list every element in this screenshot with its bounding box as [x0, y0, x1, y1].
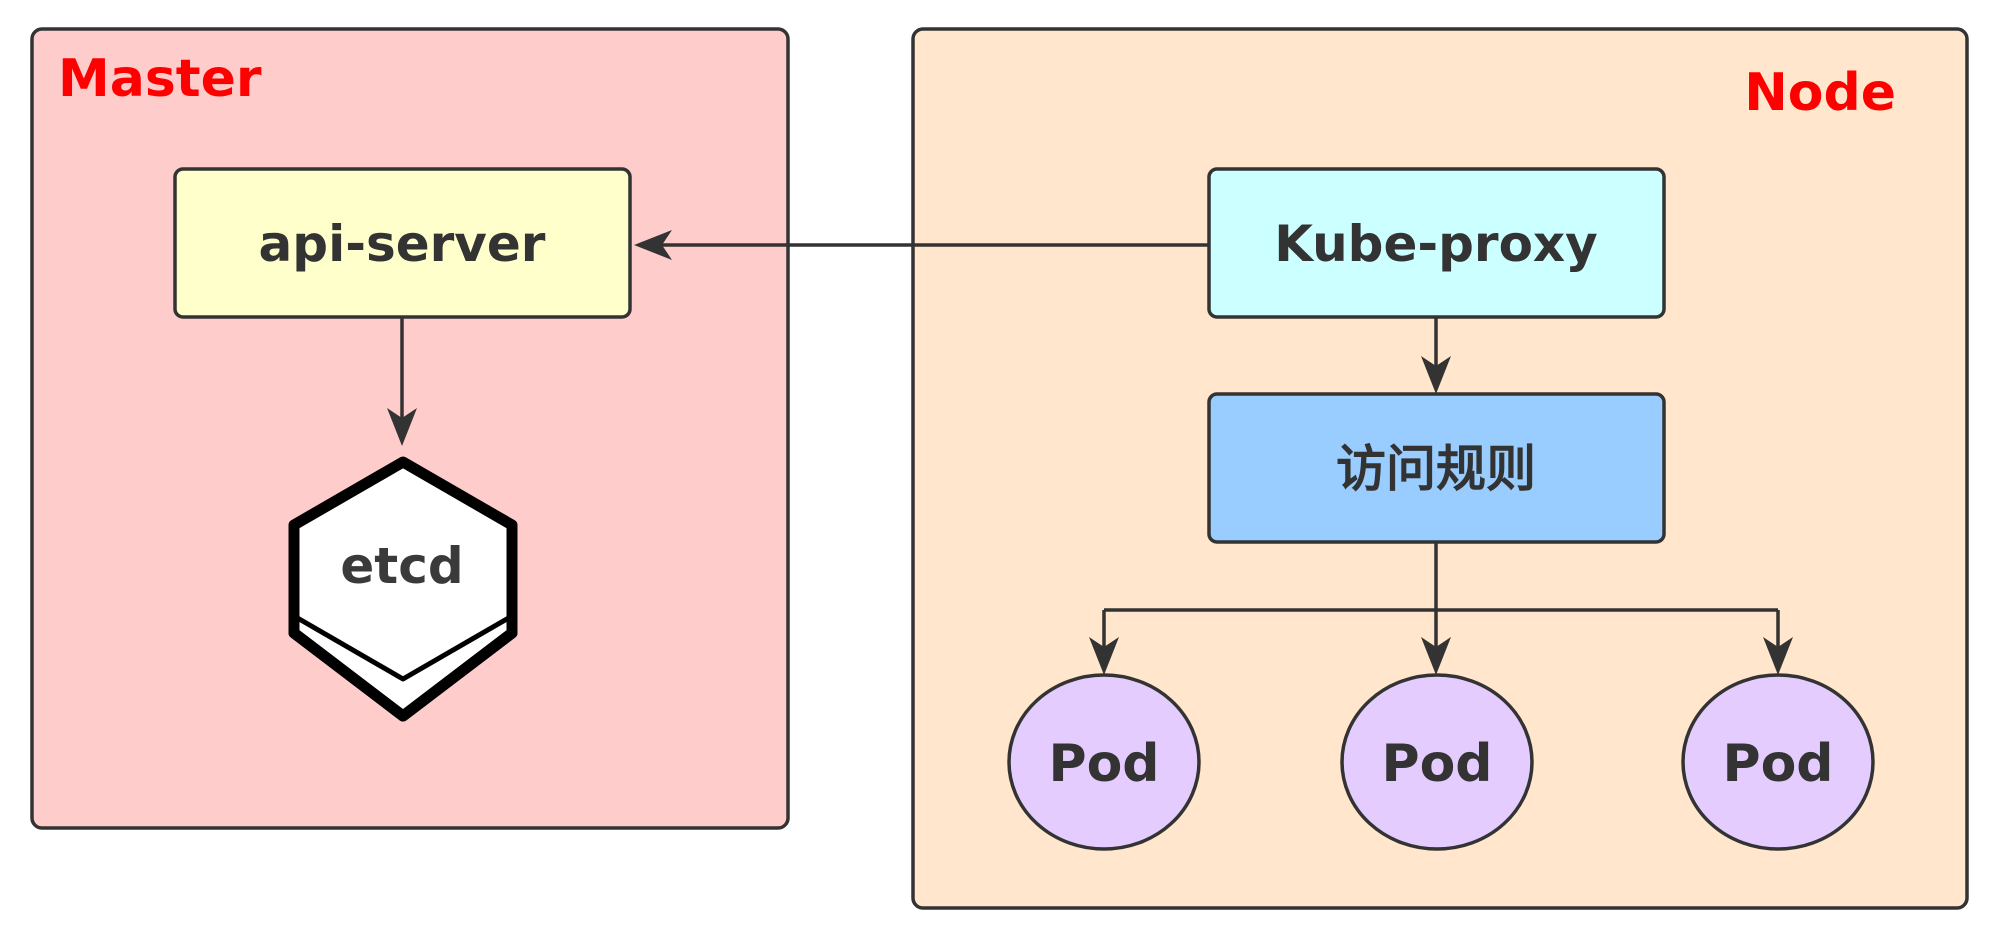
arrowhead: [634, 230, 672, 260]
pod-node: Pod: [1340, 673, 1534, 851]
arrowhead: [1421, 637, 1451, 675]
api-server-node: api-server: [173, 167, 632, 319]
arrowhead: [1421, 356, 1451, 394]
etcd-label: etcd: [340, 537, 463, 595]
pod-label: Pod: [1381, 734, 1492, 794]
database-hexagon-icon: [288, 456, 518, 722]
etcd-hexagon-outline: [288, 456, 518, 722]
pod-label: Pod: [1048, 734, 1159, 794]
access-rules-label: 访问规则: [1336, 440, 1536, 498]
pod-ellipse: [1340, 673, 1534, 851]
arrowhead: [1763, 637, 1793, 675]
arrowhead: [1089, 637, 1119, 675]
pod-node: Pod: [1681, 673, 1875, 851]
api-server-label: api-server: [259, 215, 546, 273]
pod-label: Pod: [1722, 734, 1833, 794]
arrowhead: [387, 408, 417, 446]
access-rules-node: 访问规则: [1207, 392, 1666, 544]
master-title: Master: [58, 49, 262, 109]
node-title: Node: [1744, 63, 1896, 123]
kube-proxy-label: Kube-proxy: [1274, 215, 1598, 273]
connectors: [387, 230, 1793, 675]
etcd-node: etcd: [288, 456, 518, 722]
kube-proxy-node: Kube-proxy: [1207, 167, 1666, 319]
pod-node: Pod: [1007, 673, 1201, 851]
